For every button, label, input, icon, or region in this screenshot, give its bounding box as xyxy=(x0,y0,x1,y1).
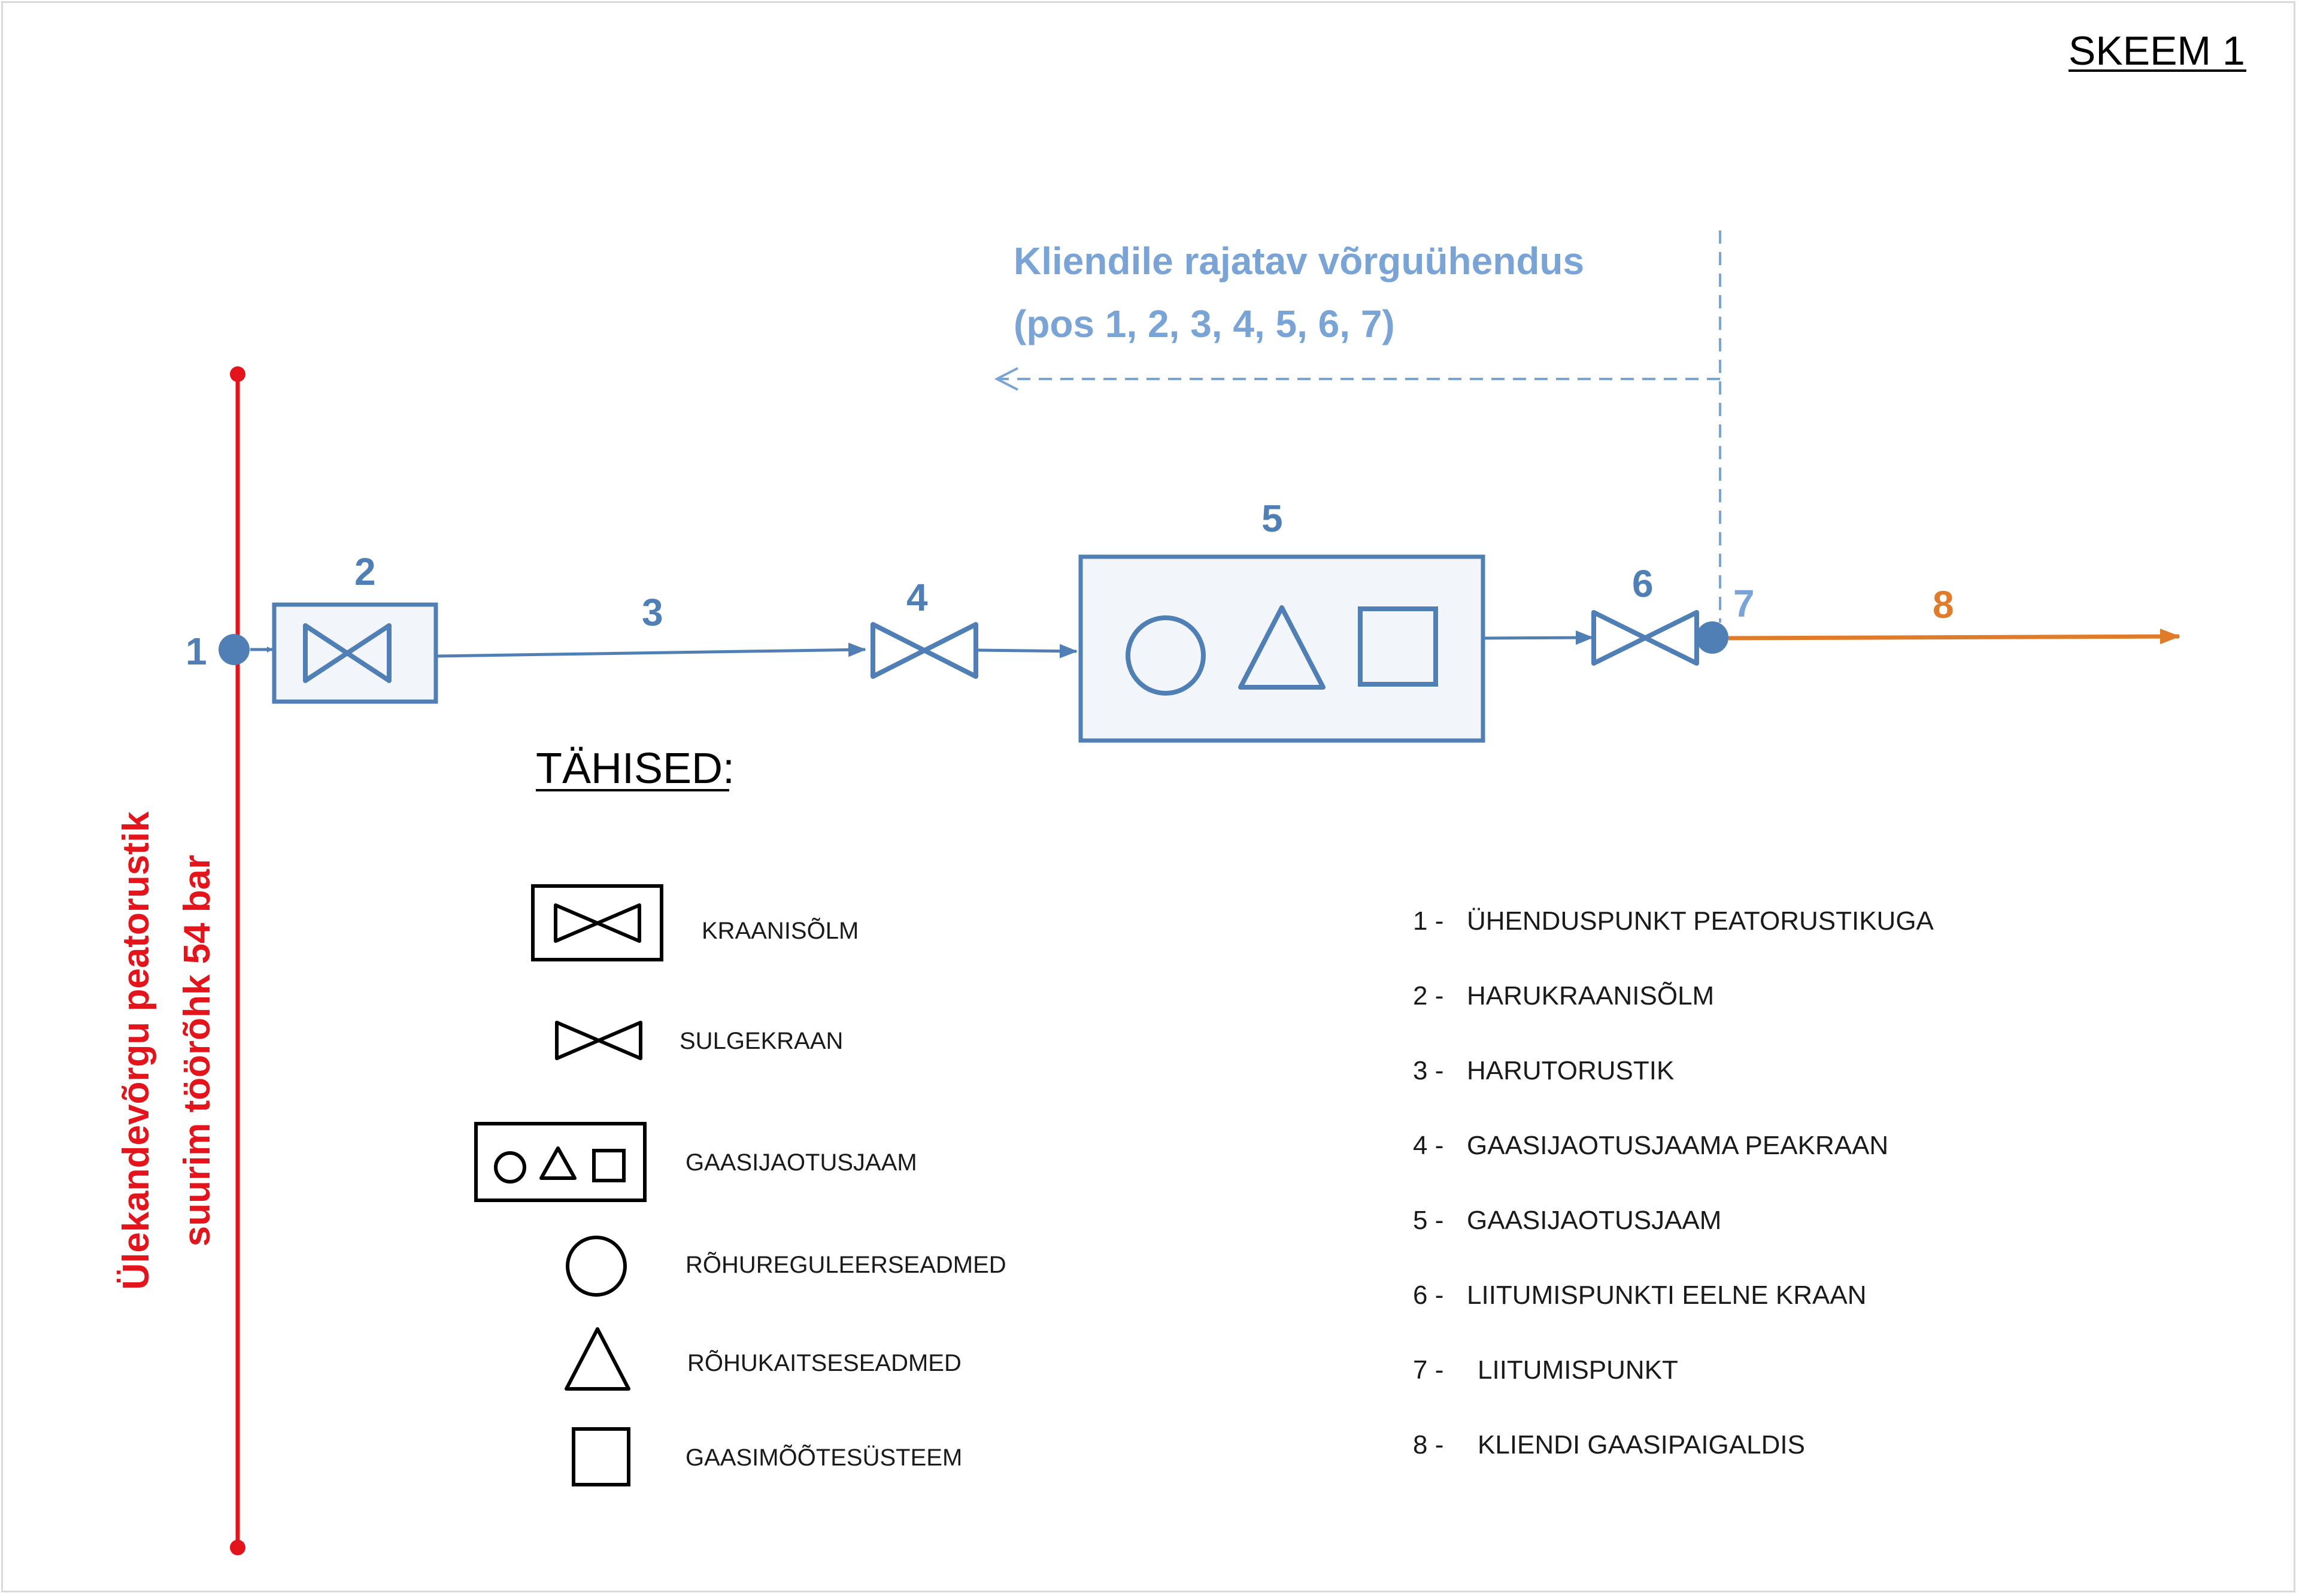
numbered-list: 1 - ÜHENDUSPUNKT PEATORUSTIKUGA 2 - HARU… xyxy=(1413,906,1934,1460)
position-label-2: 2 xyxy=(354,550,376,593)
legend-circle-icon xyxy=(566,1236,627,1297)
main-pipeline-bottom-end xyxy=(230,1540,245,1555)
list-item-text: ÜHENDUSPUNKT PEATORUSTIKUGA xyxy=(1467,906,1934,936)
list-item-text: LIITUMISPUNKTI EELNE KRAAN xyxy=(1467,1281,1866,1310)
pre-connection-valve-6 xyxy=(1591,610,1699,666)
legend-square-icon xyxy=(572,1427,630,1486)
list-item-text: GAASIJAOTUSJAAMA PEAKRAAN xyxy=(1467,1131,1888,1160)
legend-label-valve-assembly: KRAANISÕLM xyxy=(702,917,859,944)
position-label-3: 3 xyxy=(642,591,663,634)
valve-assembly-2 xyxy=(272,602,438,704)
legend-label-gas-station: GAASIJAOTUSJAAM xyxy=(686,1149,917,1176)
list-item-num: 7 - xyxy=(1413,1355,1443,1385)
pipe-4-5 xyxy=(976,644,1078,659)
legend-label-shutoff-valve: SULGEKRAAN xyxy=(680,1028,843,1054)
position-label-1: 1 xyxy=(186,630,207,673)
connection-point-1 xyxy=(219,634,250,665)
position-label-4: 4 xyxy=(906,576,928,619)
branch-pipe-3 xyxy=(436,642,866,658)
legend-shutoff-valve-icon xyxy=(555,1021,642,1060)
client-installation-line-8 xyxy=(1728,629,2180,645)
list-item-num: 8 - xyxy=(1413,1430,1443,1460)
legend-label-square: GAASIMÕÕTESÜSTEEM xyxy=(686,1444,962,1471)
diagram-title: SKEEM 1 xyxy=(2069,28,2245,74)
position-label-6: 6 xyxy=(1632,562,1654,605)
list-item-text: HARUKRAANISÕLM xyxy=(1467,981,1714,1011)
station-square-icon xyxy=(1358,606,1438,687)
position-label-5: 5 xyxy=(1261,497,1283,540)
list-item-num: 2 - xyxy=(1413,981,1443,1011)
legend-valve-assembly-icon xyxy=(531,884,663,961)
list-item-num: 5 - xyxy=(1413,1206,1443,1235)
legend-gas-station-icon xyxy=(474,1122,647,1202)
list-item-num: 3 - xyxy=(1413,1056,1443,1085)
legend-label-triangle: RÕHUKAITSESEADMED xyxy=(687,1349,962,1376)
shutoff-valve-4 xyxy=(871,622,978,679)
station-triangle-icon xyxy=(1238,605,1326,690)
list-item-num: 4 - xyxy=(1413,1131,1443,1160)
legend-heading: TÄHISED: xyxy=(536,745,735,793)
position-label-7: 7 xyxy=(1733,582,1755,625)
connection-point-7 xyxy=(1696,621,1728,654)
legend-label-circle: RÕHUREGULEERSEADMED xyxy=(686,1251,1006,1278)
gas-distribution-station-5 xyxy=(1078,554,1485,743)
main-pipeline-top-end xyxy=(230,366,245,382)
callout-line-2: (pos 1, 2, 3, 4, 5, 6, 7) xyxy=(1014,302,1395,345)
list-item-text: LIITUMISPUNKT xyxy=(1478,1355,1678,1385)
callout-line-1: Kliendile rajatav võrguühendus xyxy=(1014,239,1584,283)
list-item-text: HARUTORUSTIK xyxy=(1467,1056,1674,1085)
position-label-8: 8 xyxy=(1933,583,1954,626)
list-item-num: 6 - xyxy=(1413,1281,1443,1310)
list-item-text: KLIENDI GAASIPAIGALDIS xyxy=(1478,1430,1805,1460)
station-circle-icon xyxy=(1126,615,1206,696)
main-pipeline-label-1: Ülekandevõrgu peatorustik xyxy=(116,811,157,1290)
list-item-text: GAASIJAOTUSJAAM xyxy=(1467,1206,1721,1235)
main-pipeline-label-2: suurim töörõhk 54 bar xyxy=(177,855,218,1247)
callout-arrowhead xyxy=(994,367,1018,391)
legend-triangle-icon xyxy=(565,1327,630,1391)
list-item-num: 1 - xyxy=(1413,906,1443,936)
